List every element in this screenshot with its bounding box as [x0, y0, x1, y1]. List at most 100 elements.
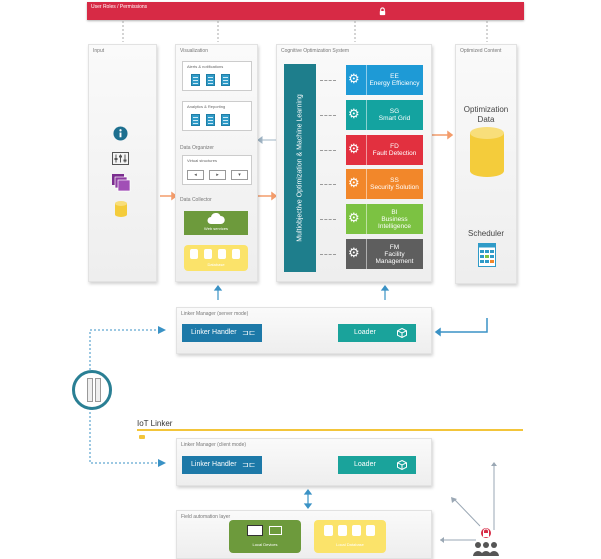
gear-icon: ⚙: [346, 65, 367, 95]
db-cylinder-icon: [190, 249, 198, 259]
input-title: Input: [93, 48, 105, 54]
report-doc-icon: [191, 74, 200, 86]
device-chip-icon: [247, 525, 263, 536]
loader-server[interactable]: Loader: [338, 324, 416, 342]
report-doc-icon: [206, 74, 215, 86]
chart-doc-icon: [206, 114, 215, 126]
alerts-box: Alerts & notifications: [182, 61, 252, 91]
plug-icon: [95, 378, 101, 402]
loader-client[interactable]: Loader: [338, 456, 416, 474]
data-collector-title: Data Collector: [180, 197, 212, 203]
db-cylinder-icon: [338, 525, 347, 536]
linker-handler-label: Linker Handler: [191, 329, 237, 336]
module-code: SG: [389, 108, 400, 115]
ml-optimization-label: Multiobjective Optimization & Machine Le…: [296, 94, 304, 242]
battery-icon: [269, 526, 282, 535]
link-icon: ⊐⊏: [242, 460, 256, 469]
report-doc-icon: [221, 74, 230, 86]
plug-icon: [87, 378, 93, 402]
optimized-title: Optimized Content: [460, 48, 502, 54]
data-organizer-title: Data Organizer: [180, 145, 214, 151]
optimization-data-label: Optimization Data: [463, 105, 509, 124]
local-database-box: Local Database: [314, 520, 386, 553]
iot-node-icon: [139, 435, 145, 439]
analytics-box: Analytics & Reporting: [182, 101, 252, 131]
module-name: Business Intelligence: [378, 215, 411, 230]
local-database-label: Local Database: [336, 542, 364, 547]
module-connector: [320, 219, 336, 220]
input-panel: Input: [88, 44, 157, 282]
db-cylinder-icon: [324, 525, 333, 536]
linker-handler-server[interactable]: Linker Handler ⊐⊏: [182, 324, 262, 342]
loader-label: Loader: [354, 461, 376, 468]
collector-database-label: Database: [207, 262, 225, 267]
structure-box-icon: ▸: [209, 170, 226, 180]
gear-icon: ⚙: [346, 204, 367, 234]
db-cylinder-icon: [232, 249, 240, 259]
local-devices-label: Local Devices: [252, 542, 278, 547]
cloud-icon: [207, 213, 225, 224]
connector-device: [72, 370, 112, 410]
visualization-panel: Visualization Alerts & notifications Ana…: [175, 44, 258, 282]
module-code: EE: [390, 73, 399, 80]
optimization-database-icon: [470, 127, 504, 177]
chart-doc-icon: [221, 114, 230, 126]
collector-database-box: Database: [184, 245, 248, 271]
cognitive-title: Cognitive Optimization System: [281, 48, 350, 54]
module-connector: [320, 184, 336, 185]
linker-handler-client[interactable]: Linker Handler ⊐⊏: [182, 456, 262, 474]
analytics-label: Analytics & Reporting: [187, 104, 226, 109]
scheduler-label: Scheduler: [467, 229, 505, 238]
module-connector: [320, 115, 336, 116]
db-cylinder-icon: [204, 249, 212, 259]
module-code: BI: [391, 208, 398, 216]
web-services-box: Web services: [184, 211, 248, 235]
link-icon: ⊐⊏: [242, 328, 256, 337]
user-roles-label: User Roles / Permissions: [91, 4, 148, 10]
local-devices-box: Local Devices: [229, 520, 301, 553]
ml-optimization-bar: Multiobjective Optimization & Machine Le…: [284, 64, 316, 272]
chart-doc-icon: [191, 114, 200, 126]
module-connector: [320, 150, 336, 151]
field-automation-title: Field automation layer: [181, 514, 231, 520]
gear-icon: ⚙: [346, 135, 367, 165]
database-icon: [115, 201, 127, 217]
structure-box-icon: ▾: [231, 170, 248, 180]
module-connector: [320, 254, 336, 255]
scheduler-icon: [478, 243, 496, 267]
gear-icon: ⚙: [346, 100, 367, 130]
virtual-structures-box: Virtual structures ◂ ▸ ▾: [182, 155, 252, 185]
user-roles-bar: User Roles / Permissions: [87, 2, 524, 20]
alerts-label: Alerts & notifications: [187, 64, 224, 69]
linker-client-title: Linker Manager (client mode): [181, 442, 247, 448]
db-cylinder-icon: [352, 525, 361, 536]
web-services-label: Web services: [204, 226, 228, 231]
module-connector: [320, 80, 336, 81]
module-code: SS: [390, 177, 399, 184]
module-name: Energy Efficiency: [369, 80, 420, 87]
module-code: FD: [390, 143, 399, 150]
loader-label: Loader: [354, 329, 376, 336]
stacked-layers-icon: [112, 174, 131, 192]
cube-icon: [397, 328, 407, 338]
users-lock-icon: [473, 528, 499, 556]
module-code: FM: [389, 243, 400, 251]
gear-icon: ⚙: [346, 239, 367, 269]
module-name: Facility Management: [375, 250, 414, 265]
module-name: Fault Detection: [372, 150, 417, 157]
info-icon: [113, 126, 128, 141]
linker-server-title: Linker Manager (server mode): [181, 311, 249, 317]
visualization-title: Visualization: [180, 48, 208, 54]
structure-box-icon: ◂: [187, 170, 204, 180]
gear-icon: ⚙: [346, 169, 367, 199]
module-name: Security Solution: [370, 184, 419, 191]
db-cylinder-icon: [218, 249, 226, 259]
cube-icon: [397, 460, 407, 470]
lock-icon: [379, 7, 386, 16]
